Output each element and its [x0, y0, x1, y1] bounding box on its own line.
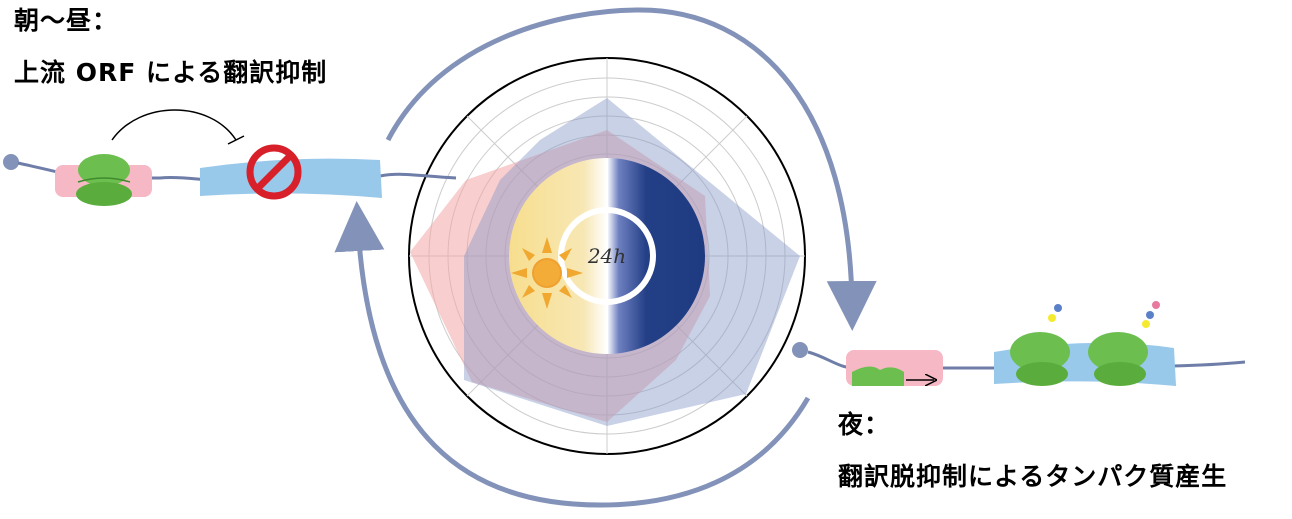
ribosome-icon: [1088, 332, 1148, 386]
small-subunit: [852, 366, 904, 386]
clock-center-label: 24h: [587, 244, 626, 268]
sun-icon: [511, 237, 583, 309]
night-title: 夜：: [838, 410, 891, 439]
cds-block: [200, 158, 382, 198]
cycle-arrow-top: [385, 7, 877, 331]
ribosome-icon: [1010, 332, 1070, 386]
translating-mrna: [792, 301, 1246, 386]
cycle-arrow-bottom: [334, 201, 811, 508]
repressed-mrna: [3, 109, 457, 206]
ribosome-icon: [76, 154, 132, 206]
morning-description: 上流 ORF による翻訳抑制: [14, 58, 328, 87]
night-description: 翻訳脱抑制によるタンパク質産生: [838, 462, 1228, 491]
radar-chart: 24h: [408, 57, 806, 455]
cycle-arrows: [334, 7, 877, 508]
morning-title: 朝〜昼：: [14, 6, 119, 35]
prohibited-icon: [246, 144, 302, 200]
